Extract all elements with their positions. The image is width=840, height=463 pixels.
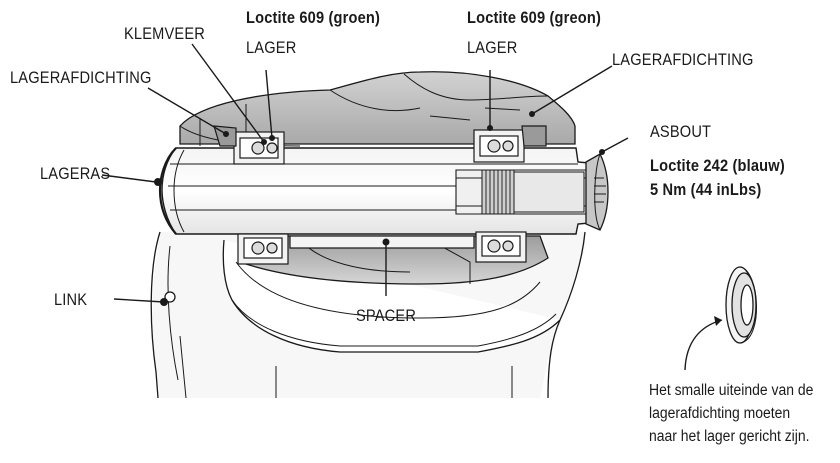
- label-loctite-242: Loctite 242 (blauw): [650, 156, 785, 175]
- seal-note-line-1: Het smalle uiteinde van de: [649, 382, 814, 399]
- label-lagerafdichting-right: LAGERAFDICHTING: [612, 50, 754, 69]
- label-spacer: SPACER: [356, 306, 417, 325]
- label-link: LINK: [54, 290, 88, 309]
- leader-arrowheads: [154, 111, 605, 306]
- label-lageras: LAGERAS: [40, 164, 111, 183]
- label-lagerafdichting-left: LAGERAFDICHTING: [10, 68, 152, 87]
- bottom-right-bearing: [475, 231, 527, 263]
- top-right-bearing: [473, 125, 547, 163]
- label-klemveer: KLEMVEER: [124, 24, 206, 43]
- leader-lines: [101, 43, 629, 303]
- label-loctite-609-left: Loctite 609 (groen): [246, 8, 381, 27]
- bolt-head: [585, 153, 609, 231]
- spacer-part: [289, 235, 475, 249]
- seal-note-arrowhead: [714, 316, 722, 326]
- label-torque: 5 Nm (44 inLbs): [650, 180, 762, 199]
- label-lager-left: LAGER: [246, 38, 297, 57]
- bearing-seal-part: [725, 266, 757, 344]
- seal-note-line-3: naar het lager gericht zijn.: [649, 428, 810, 445]
- seal-note-line-2: lagerafdichting moeten: [649, 405, 791, 422]
- axle-bolt-thread: [481, 169, 585, 215]
- label-asbout: ASBOUT: [650, 122, 712, 141]
- label-lager-right: LAGER: [467, 38, 518, 57]
- label-loctite-609-right: Loctite 609 (greon): [467, 8, 602, 27]
- bottom-left-bearing: [237, 233, 289, 265]
- top-left-bearing: [213, 125, 285, 165]
- seal-note-arrow: [684, 319, 723, 371]
